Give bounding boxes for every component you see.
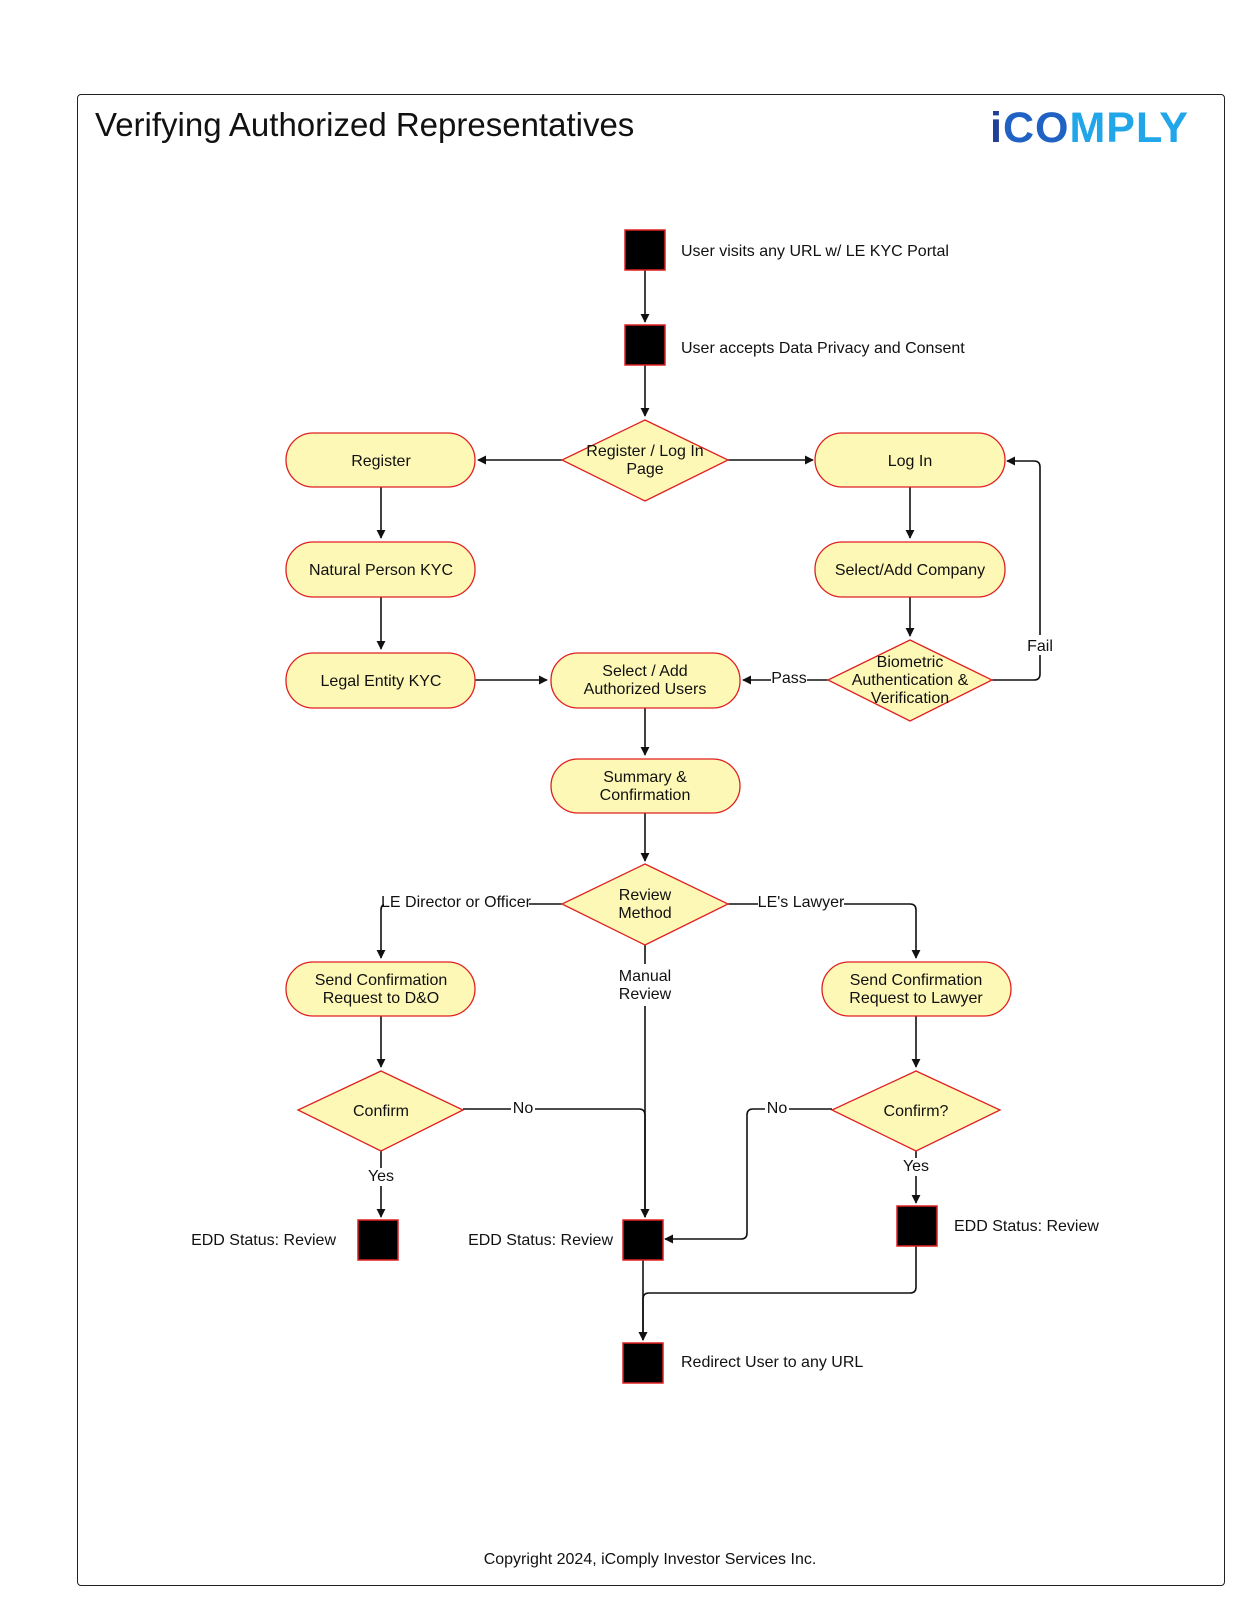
node-register-login-line1: Register / Log In <box>586 443 703 460</box>
label-no-right: No <box>767 1100 788 1117</box>
edge-review-director <box>376 903 562 959</box>
terminal-square <box>357 1219 399 1261</box>
node-edd-right-label: EDD Status: Review <box>954 1218 1099 1235</box>
terminal-square <box>622 1219 664 1261</box>
node-confirm-lawyer: Confirm? <box>830 1070 1002 1152</box>
label-director-officer: LE Director or Officer <box>381 894 532 911</box>
node-biometric-line1: Biometric <box>877 654 944 671</box>
node-natural-person-label: Natural Person KYC <box>309 562 453 579</box>
copyright-footer: Copyright 2024, iComply Investor Service… <box>483 1551 817 1568</box>
node-visit-label: User visits any URL w/ LE KYC Portal <box>681 243 949 260</box>
label-lawyer: LE's Lawyer <box>758 894 845 911</box>
node-login-label: Log In <box>888 453 932 470</box>
node-accept: User accepts Data Privacy and Consent <box>624 324 965 366</box>
node-review-method-line2: Method <box>618 905 671 922</box>
node-accept-label: User accepts Data Privacy and Consent <box>681 340 965 357</box>
diagram-frame <box>77 94 1225 1586</box>
node-select-company-label: Select/Add Company <box>835 562 985 579</box>
node-register-login-line2: Page <box>626 461 663 478</box>
node-biometric: Biometric Authentication & Verification <box>826 639 994 722</box>
node-summary-line2: Confirmation <box>600 787 691 804</box>
node-login: Log In <box>814 432 1006 488</box>
node-edd-right: EDD Status: Review <box>896 1205 1099 1247</box>
node-edd-left: EDD Status: Review <box>191 1219 399 1261</box>
node-select-company: Select/Add Company <box>814 541 1006 598</box>
node-select-users-line2: Authorized Users <box>584 681 707 698</box>
node-visit: User visits any URL w/ LE KYC Portal <box>624 229 949 271</box>
node-edd-left-label: EDD Status: Review <box>191 1232 336 1249</box>
page-title: Verifying Authorized Representatives <box>95 106 635 143</box>
edge-confirm-do-no <box>463 1108 650 1218</box>
node-confirm-do: Confirm <box>296 1070 465 1152</box>
node-send-confirmation-do: Send Confirmation Request to D&O <box>285 961 476 1017</box>
node-natural-person-kyc: Natural Person KYC <box>285 541 476 598</box>
logo-part-mply: MPLY <box>1069 104 1189 152</box>
edge-confirm-lawyer-no <box>664 1108 832 1244</box>
label-manual-review-line2: Review <box>619 986 672 1003</box>
node-redirect: Redirect User to any URL <box>622 1342 863 1384</box>
node-edd-center-label: EDD Status: Review <box>468 1232 613 1249</box>
label-pass: Pass <box>771 670 807 687</box>
node-send-do-line1: Send Confirmation <box>315 972 448 989</box>
node-review-method-line1: Review <box>619 887 672 904</box>
terminal-square <box>896 1205 938 1247</box>
node-register-label: Register <box>351 453 411 470</box>
edge-review-lawyer <box>728 903 921 959</box>
node-register: Register <box>285 432 476 488</box>
node-confirm-do-label: Confirm <box>353 1103 409 1120</box>
label-no-left: No <box>513 1100 534 1117</box>
node-send-lawyer-line2: Request to Lawyer <box>849 990 983 1007</box>
edge-biometric-fail <box>992 456 1041 681</box>
logo-part-i: i <box>990 104 1003 152</box>
node-edd-center: EDD Status: Review <box>468 1219 664 1261</box>
node-review-method: Review Method <box>560 863 730 946</box>
node-register-login-page: Register / Log In Page <box>560 419 730 502</box>
node-biometric-line2: Authentication & <box>852 672 969 689</box>
node-legal-entity-label: Legal Entity KYC <box>321 673 442 690</box>
node-summary-confirmation: Summary & Confirmation <box>550 758 741 814</box>
node-legal-entity-kyc: Legal Entity KYC <box>285 652 476 709</box>
edge-edd-right-redirect <box>638 1246 917 1341</box>
connectors <box>376 270 1041 1341</box>
node-select-authorized-users: Select / Add Authorized Users <box>550 652 741 709</box>
terminal-square <box>624 324 666 366</box>
logo-part-co: CO <box>1002 104 1070 152</box>
node-send-lawyer-line1: Send Confirmation <box>850 972 983 989</box>
terminal-square <box>622 1342 664 1384</box>
label-yes-right: Yes <box>903 1158 929 1175</box>
label-manual-review-line1: Manual <box>619 968 671 985</box>
node-confirm-lawyer-label: Confirm? <box>884 1103 949 1120</box>
label-fail: Fail <box>1027 638 1053 655</box>
node-biometric-line3: Verification <box>871 690 949 707</box>
label-yes-left: Yes <box>368 1168 394 1185</box>
node-summary-line1: Summary & <box>603 769 687 786</box>
terminal-square <box>624 229 666 271</box>
icomply-logo: iCOMPLY <box>990 104 1189 153</box>
node-redirect-label: Redirect User to any URL <box>681 1354 863 1371</box>
node-send-do-line2: Request to D&O <box>323 990 440 1007</box>
edge-labels: Fail Pass LE Director or Officer LE's La… <box>363 635 1055 1186</box>
node-select-users-line1: Select / Add <box>602 663 687 680</box>
node-send-confirmation-lawyer: Send Confirmation Request to Lawyer <box>821 961 1012 1017</box>
